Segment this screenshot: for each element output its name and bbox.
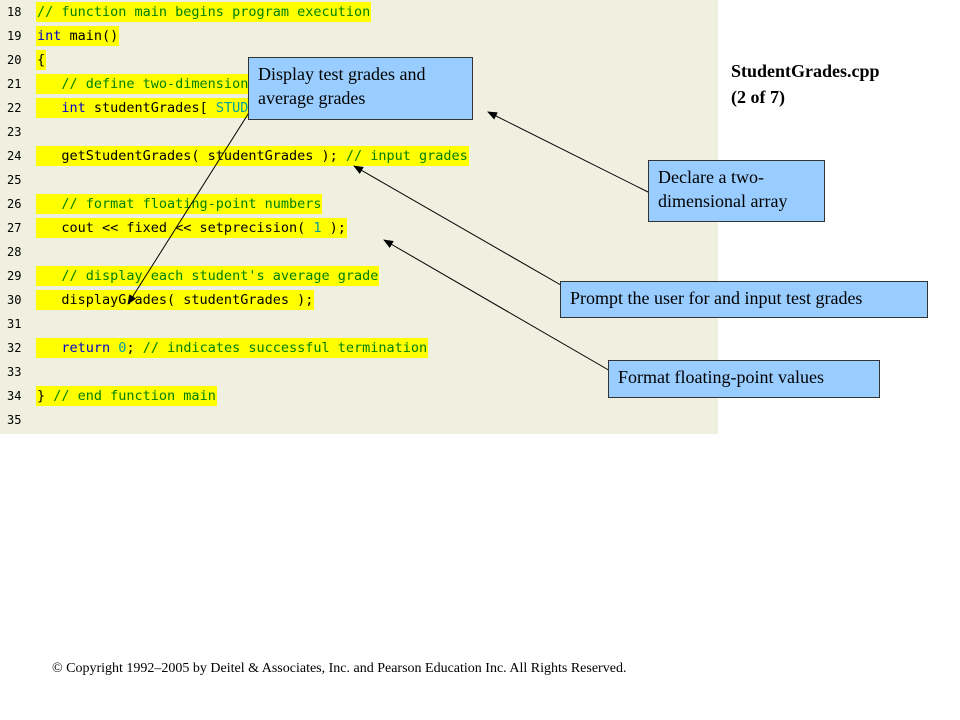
code-line: 19 int main()	[0, 24, 718, 48]
code-line: 34} // end function main	[0, 384, 718, 408]
code-text: displayGrades( studentGrades );	[36, 290, 315, 310]
code-line: 27 cout << fixed << setprecision( 1 );	[0, 216, 718, 240]
code-text: // display each student's average grade	[36, 266, 380, 286]
code-line: 31	[0, 312, 718, 336]
code-text: // format floating-point numbers	[36, 194, 323, 214]
line-number: 34	[7, 389, 22, 403]
line-number: 24	[7, 149, 22, 163]
code-line: 24 getStudentGrades( studentGrades ); //…	[0, 144, 718, 168]
code-token: // format floating-point numbers	[37, 196, 322, 212]
code-line: 33	[0, 360, 718, 384]
copyright-notice: © Copyright 1992–2005 by Deitel & Associ…	[52, 661, 627, 676]
code-token: }	[37, 388, 54, 404]
code-text	[36, 122, 38, 142]
line-number: 35	[7, 413, 22, 427]
line-number: 30	[7, 293, 22, 307]
line-number: 29	[7, 269, 22, 283]
code-text	[36, 314, 38, 334]
callout-format-values: Format floating-point values	[608, 360, 880, 398]
code-line: 26 // format floating-point numbers	[0, 192, 718, 216]
line-number: 32	[7, 341, 22, 355]
code-line: 32 return 0; // indicates successful ter…	[0, 336, 718, 360]
code-token: main()	[61, 28, 119, 44]
code-text: } // end function main	[36, 386, 217, 406]
line-number: 28	[7, 245, 22, 259]
callout-declare-array: Declare a two-dimensional array	[648, 160, 825, 222]
line-number: 21	[7, 77, 22, 91]
code-token: // input grades	[345, 148, 468, 164]
line-number: 19	[7, 29, 22, 43]
code-line: 23	[0, 120, 718, 144]
code-text: cout << fixed << setprecision( 1 );	[36, 218, 347, 238]
code-token: {	[37, 52, 46, 68]
line-number: 33	[7, 365, 22, 379]
code-text: getStudentGrades( studentGrades ); // in…	[36, 146, 469, 166]
line-number: 26	[7, 197, 22, 211]
code-line: 18 // function main begins program execut…	[0, 0, 718, 24]
code-token: int	[37, 100, 86, 116]
code-token: // indicates successful termination	[142, 340, 428, 356]
code-line: 20 {	[0, 48, 718, 72]
code-text: int main()	[36, 26, 120, 46]
slide-title: StudentGrades.cpp (2 of 7)	[731, 58, 951, 110]
code-text: return 0; // indicates successful termin…	[36, 338, 429, 358]
code-token: // display each student's average grade	[37, 268, 379, 284]
line-number: 23	[7, 125, 22, 139]
code-line: 28	[0, 240, 718, 264]
code-token: // end function main	[53, 388, 216, 404]
line-number: 20	[7, 53, 22, 67]
code-token: int	[37, 28, 62, 44]
code-token: getStudentGrades( studentGrades );	[37, 148, 346, 164]
code-text	[36, 410, 38, 430]
code-token: ;	[126, 340, 143, 356]
code-token: // function main begins program executio…	[37, 4, 371, 20]
code-line: 35	[0, 408, 718, 432]
code-token: cout << fixed << setprecision(	[37, 220, 314, 236]
code-token: displayGrades( studentGrades );	[37, 292, 314, 308]
code-token: 0	[118, 340, 127, 356]
file-name-label: StudentGrades.cpp	[731, 61, 880, 81]
page-indicator-label: (2 of 7)	[731, 87, 785, 107]
line-number: 22	[7, 101, 22, 115]
callout-display-grades: Display test grades and average grades	[248, 57, 473, 120]
code-text: {	[36, 50, 47, 70]
line-number: 31	[7, 317, 22, 331]
code-text	[36, 362, 38, 382]
code-token: return	[37, 340, 111, 356]
line-number: 25	[7, 173, 22, 187]
code-token: );	[321, 220, 346, 236]
callout-prompt-input: Prompt the user for and input test grade…	[560, 281, 928, 318]
code-token: 1	[313, 220, 322, 236]
code-token: studentGrades[	[85, 100, 216, 116]
code-line: 25	[0, 168, 718, 192]
line-number: 18	[7, 5, 22, 19]
line-number: 27	[7, 221, 22, 235]
code-text	[36, 242, 38, 262]
code-text	[36, 170, 38, 190]
code-text: // function main begins program executio…	[36, 2, 372, 22]
